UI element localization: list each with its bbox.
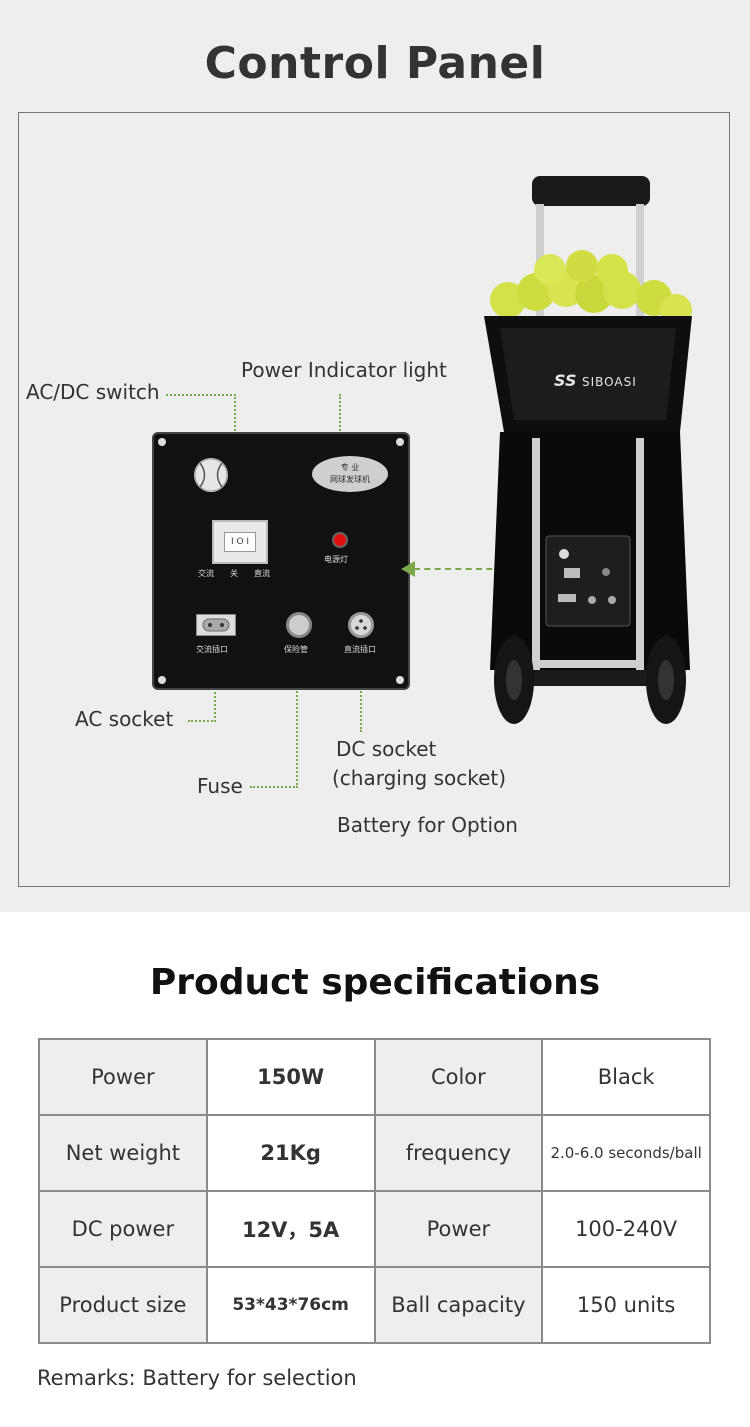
switch-dc-label: 直流 — [254, 569, 270, 578]
brand-mark: SS — [554, 371, 576, 390]
screw — [158, 676, 166, 684]
spec-label: Product size — [38, 1266, 208, 1344]
spec-label: frequency — [373, 1114, 544, 1192]
ac-socket-label: 交流插口 — [196, 645, 228, 654]
oval-line2: 网球发球机 — [330, 475, 370, 484]
pointer-arrow-head — [401, 561, 415, 577]
control-panel-closeup: 专 业 网球发球机 I O I 交流 关 直流 电源灯 交流插口 保险管 — [152, 432, 410, 690]
table-row: Net weight 21Kg frequency 2.0-6.0 second… — [38, 1114, 711, 1192]
spec-value: Black — [541, 1038, 711, 1116]
pointer-arrow-line — [414, 568, 544, 570]
callout-fuse: Fuse — [197, 774, 243, 798]
spec-label: Ball capacity — [373, 1266, 544, 1344]
switch-marks: I O I — [224, 532, 256, 552]
control-panel-section: Control Panel AC/DC switch Power Indicat… — [0, 0, 750, 912]
spec-label: Power — [373, 1190, 544, 1268]
spec-value: 12V，5A — [205, 1190, 376, 1268]
tennis-balls — [490, 250, 692, 326]
tennis-ball-icon — [194, 458, 228, 492]
table-row: Power 150W Color Black — [38, 1038, 711, 1116]
fuse-holder — [286, 612, 312, 638]
spec-value: 2.0-6.0 seconds/ball — [541, 1114, 711, 1192]
dc-socket — [348, 612, 374, 638]
leader-fuse-v — [296, 660, 298, 788]
led-label: 电源灯 — [324, 555, 348, 564]
specs-title: Product specifications — [149, 962, 601, 1003]
ball-machine-illustration: SS SIBOASI — [470, 170, 710, 730]
callout-dc-socket-sub: (charging socket) — [332, 766, 507, 790]
brand-name: SIBOASI — [582, 375, 637, 389]
switch-off-label: 关 — [230, 569, 238, 578]
callout-power-indicator: Power Indicator light — [241, 358, 447, 382]
dc-socket-label: 直流插口 — [344, 645, 376, 654]
table-row: DC power 12V，5A Power 100-240V — [38, 1190, 711, 1268]
spec-value: 53*43*76cm — [205, 1266, 376, 1344]
spec-label: Color — [373, 1038, 544, 1116]
power-indicator-led — [332, 532, 348, 548]
spec-value: 21Kg — [205, 1114, 376, 1192]
switch-ac-label: 交流 — [198, 569, 214, 578]
screw — [158, 438, 166, 446]
spec-label: Net weight — [38, 1114, 208, 1192]
leader-ac-socket-v — [214, 660, 216, 722]
spec-value: 150 units — [541, 1266, 711, 1344]
screw — [396, 438, 404, 446]
callout-ac-dc-switch: AC/DC switch — [26, 380, 160, 404]
callout-battery-option: Battery for Option — [337, 813, 518, 837]
leader-ac-dc-switch-h — [166, 394, 236, 396]
specs-table: Power 150W Color Black Net weight 21Kg f… — [38, 1038, 711, 1344]
control-panel-title: Control Panel — [204, 38, 546, 89]
ac-socket — [196, 614, 236, 636]
leader-fuse-h — [250, 786, 298, 788]
spec-value: 150W — [205, 1038, 376, 1116]
spec-value: 100-240V — [541, 1190, 711, 1268]
screw — [396, 676, 404, 684]
table-row: Product size 53*43*76cm Ball capacity 15… — [38, 1266, 711, 1344]
ac-dc-switch: I O I — [212, 520, 268, 564]
callout-dc-socket: DC socket — [336, 737, 437, 761]
fuse-label: 保险管 — [284, 645, 308, 654]
leader-dc-socket — [360, 660, 362, 732]
spec-label: Power — [38, 1038, 208, 1116]
panel-oval-label: 专 业 网球发球机 — [312, 456, 388, 492]
remarks-text: Remarks: Battery for selection — [37, 1366, 357, 1390]
leader-ac-socket-h — [188, 720, 216, 722]
spec-label: DC power — [38, 1190, 208, 1268]
callout-ac-socket: AC socket — [75, 707, 174, 731]
oval-line1: 专 业 — [340, 463, 360, 472]
